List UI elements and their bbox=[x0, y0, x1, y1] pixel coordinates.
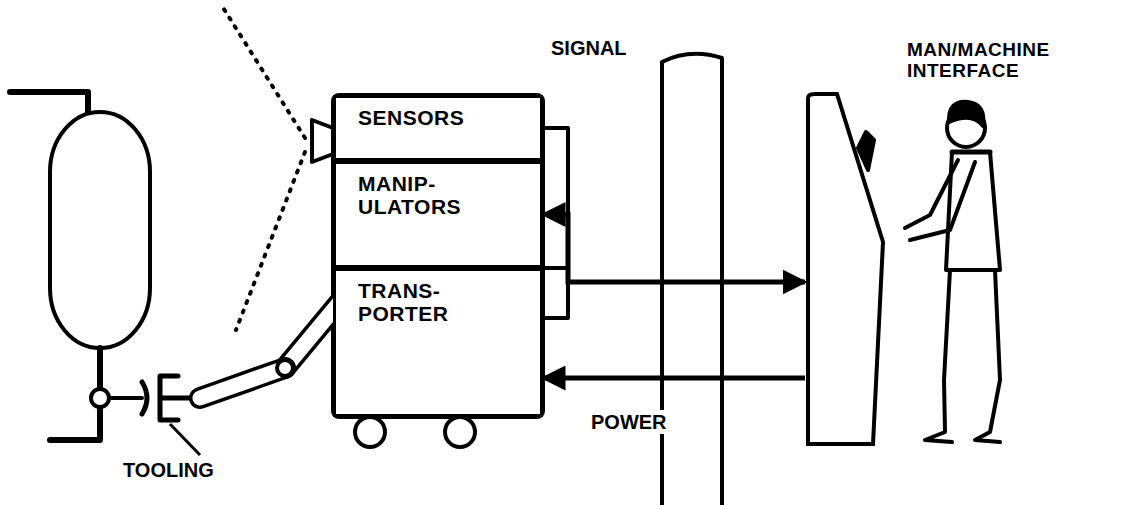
operator bbox=[905, 102, 1000, 442]
valve-handle bbox=[142, 382, 147, 414]
wheel bbox=[445, 417, 475, 447]
camera bbox=[312, 120, 333, 162]
edge-label: POWER bbox=[588, 410, 670, 434]
manipulator-arm bbox=[200, 368, 285, 398]
transporter-box: TRANS- PORTER bbox=[333, 268, 543, 417]
valve-stem bbox=[109, 396, 142, 400]
console: MAN/MACHINE INTERFACE bbox=[805, 92, 895, 447]
console-heading: MAN/MACHINE INTERFACE bbox=[907, 40, 1092, 82]
view-line bbox=[236, 152, 305, 330]
wheel bbox=[355, 417, 385, 447]
valve-body bbox=[91, 389, 109, 407]
box-label: SENSORS bbox=[358, 106, 488, 129]
signal-bracket bbox=[543, 128, 568, 318]
edge-label: SIGNAL bbox=[548, 36, 630, 60]
console-outline bbox=[808, 94, 883, 444]
manipulator-box: MANIP- ULATORS bbox=[333, 161, 543, 268]
console-outline bbox=[805, 92, 895, 447]
tooling-label: TOOLING bbox=[120, 458, 217, 482]
sensor-box: SENSORS bbox=[333, 95, 543, 161]
cart-frame bbox=[333, 95, 543, 417]
wall bbox=[662, 54, 722, 505]
pressure-tank bbox=[50, 112, 150, 348]
connector-arrow bbox=[543, 215, 805, 283]
manipulator-arm bbox=[200, 368, 285, 398]
view-line bbox=[222, 6, 305, 138]
arm-joint bbox=[277, 360, 293, 376]
connector-arrow bbox=[543, 376, 805, 381]
box-label: TRANS- PORTER bbox=[358, 279, 488, 325]
box-label: MANIP- ULATORS bbox=[358, 172, 488, 218]
leader-line bbox=[170, 424, 200, 455]
